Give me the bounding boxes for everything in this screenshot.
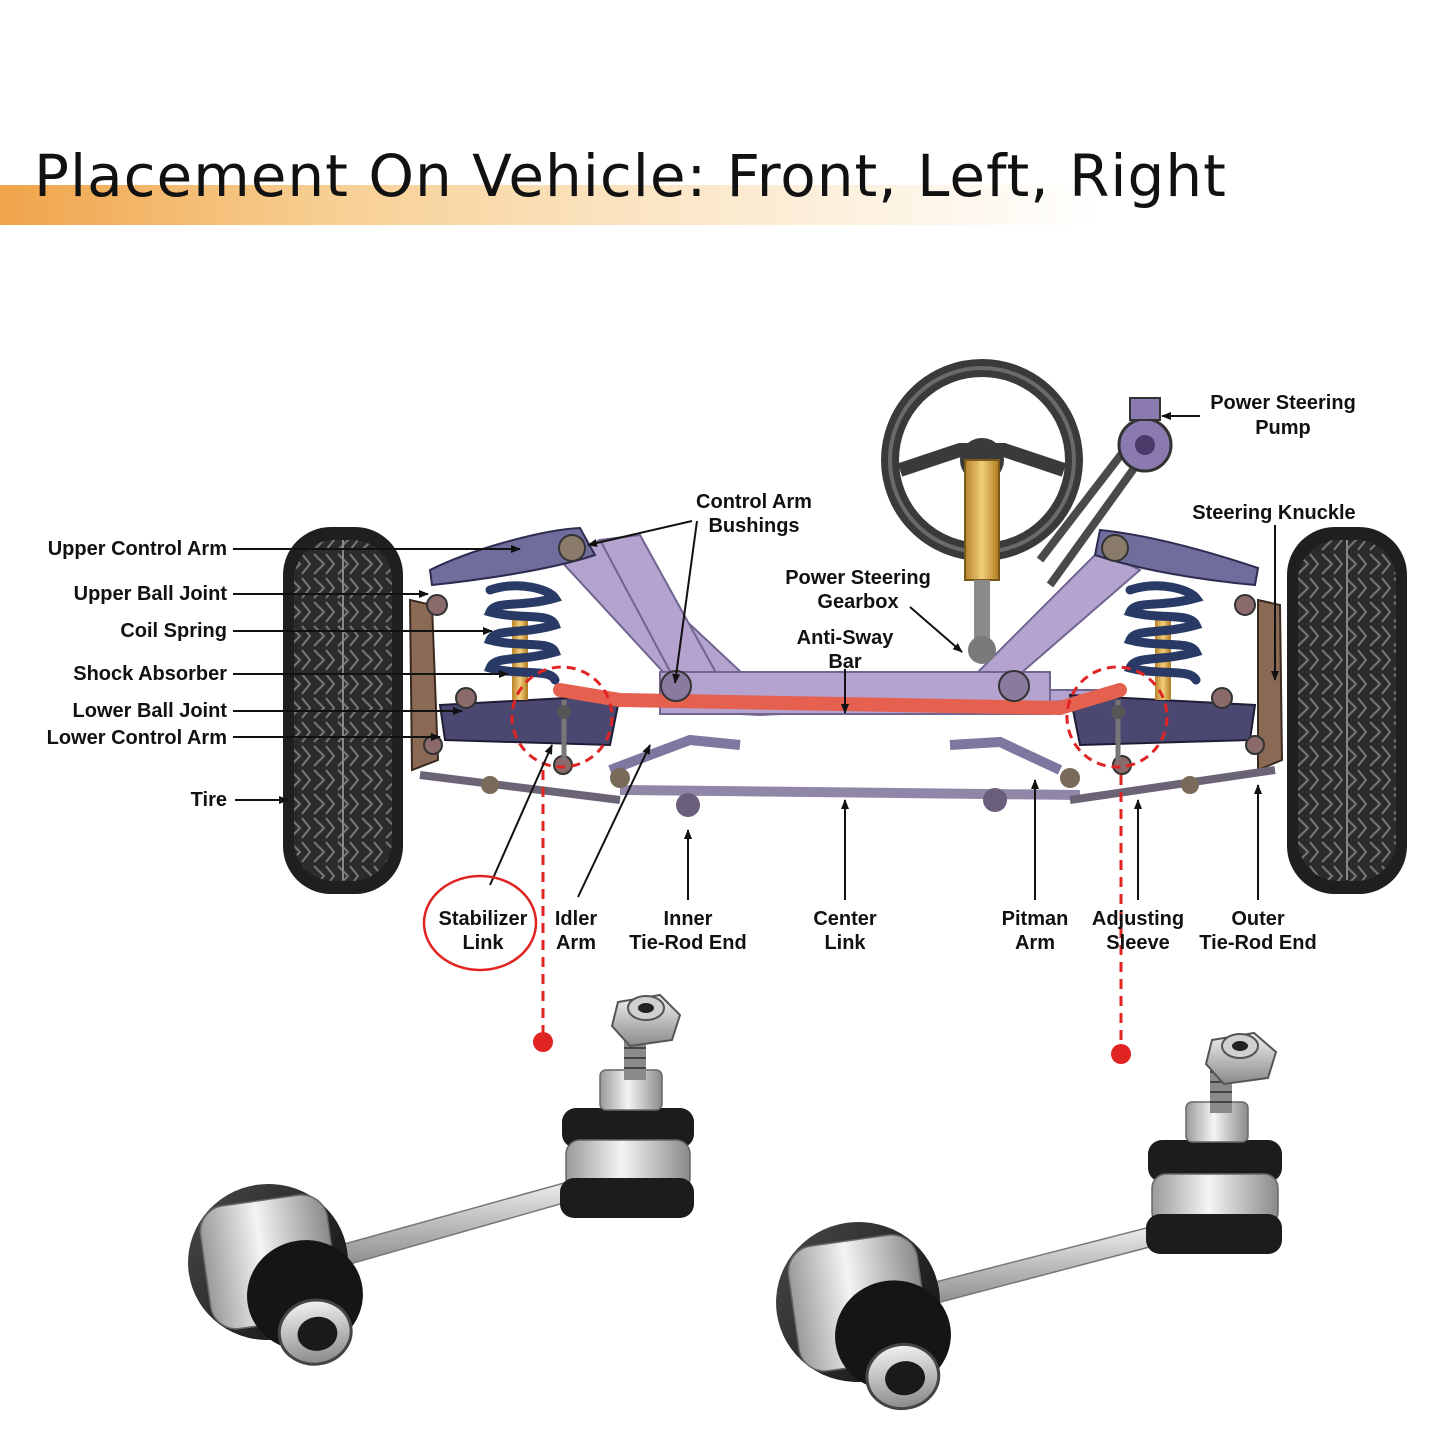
diagram-labels: Upper Control Arm Upper Ball Joint Coil … [47,392,1356,954]
label-ps-gearbox-line2: Gearbox [817,591,898,613]
label-upper-control-arm: Upper Control Arm [48,538,227,560]
label-anti-sway-line1: Anti-Sway [797,627,895,649]
label-lower-control-arm: Lower Control Arm [47,727,227,749]
left-steering-knuckle [408,598,440,772]
label-ps-pump-line2: Pump [1255,417,1311,439]
right-stabilizer-highlight [1065,665,1169,769]
stabilizer-link-icons [557,700,1125,760]
right-upper-control-arm [1093,528,1260,587]
label-pitman-arm-line1: Pitman [1002,908,1069,930]
label-center-link-line2: Link [824,932,866,954]
subframe [558,533,1142,717]
label-control-arm-bushings-line2: Bushings [708,515,799,537]
label-idler-arm-line1: Idler [555,908,597,930]
label-adjusting-sleeve-line2: Sleeve [1106,932,1169,954]
left-upper-control-arm [428,526,597,587]
label-anti-sway-line2: Bar [828,651,862,673]
left-coil-spring [483,581,562,700]
stabilizer-link-product-left [188,993,694,1366]
label-ps-gearbox-line1: Power Steering [785,567,931,589]
label-idler-arm-line2: Arm [556,932,596,954]
stabilizer-link-oval [422,874,538,972]
power-steering-pump [1036,397,1173,588]
label-outer-tie-rod-line1: Outer [1231,908,1285,930]
label-control-arm-bushings-line1: Control Arm [696,491,812,513]
label-center-link-line1: Center [813,908,877,930]
left-lower-control-arm [438,693,622,747]
label-stabilizer-link-line1: Stabilizer [439,908,528,930]
right-coil-spring [1123,581,1204,700]
right-guide-dot [1111,1044,1131,1064]
page-heading: Placement On Vehicle: Front, Left, Right [34,142,1227,210]
label-adjusting-sleeve-line1: Adjusting [1092,908,1184,930]
label-coil-spring: Coil Spring [120,620,227,642]
label-pitman-arm-line2: Arm [1015,932,1055,954]
joints [423,534,1265,775]
label-ps-pump-line1: Power Steering [1210,392,1356,414]
steering-linkage [419,734,1276,817]
label-inner-tie-rod-line1: Inner [664,908,713,930]
heading-band [0,185,1100,225]
label-inner-tie-rod-line2: Tie-Rod End [629,932,746,954]
label-shock-absorber: Shock Absorber [73,663,227,685]
label-outer-tie-rod-line2: Tie-Rod End [1199,932,1316,954]
label-lower-ball-joint: Lower Ball Joint [73,700,228,722]
anti-sway-bar [553,683,1127,716]
label-tire: Tire [191,789,227,811]
left-guide-dot [533,1032,553,1052]
label-steering-knuckle: Steering Knuckle [1192,502,1355,524]
right-tire [1287,527,1407,894]
label-stabilizer-link-line2: Link [462,932,504,954]
steering-wheel [881,359,1083,664]
stabilizer-link-product-right [776,1031,1282,1411]
left-stabilizer-highlight [510,665,614,769]
label-leaders [233,412,1279,900]
label-upper-ball-joint: Upper Ball Joint [74,583,228,605]
